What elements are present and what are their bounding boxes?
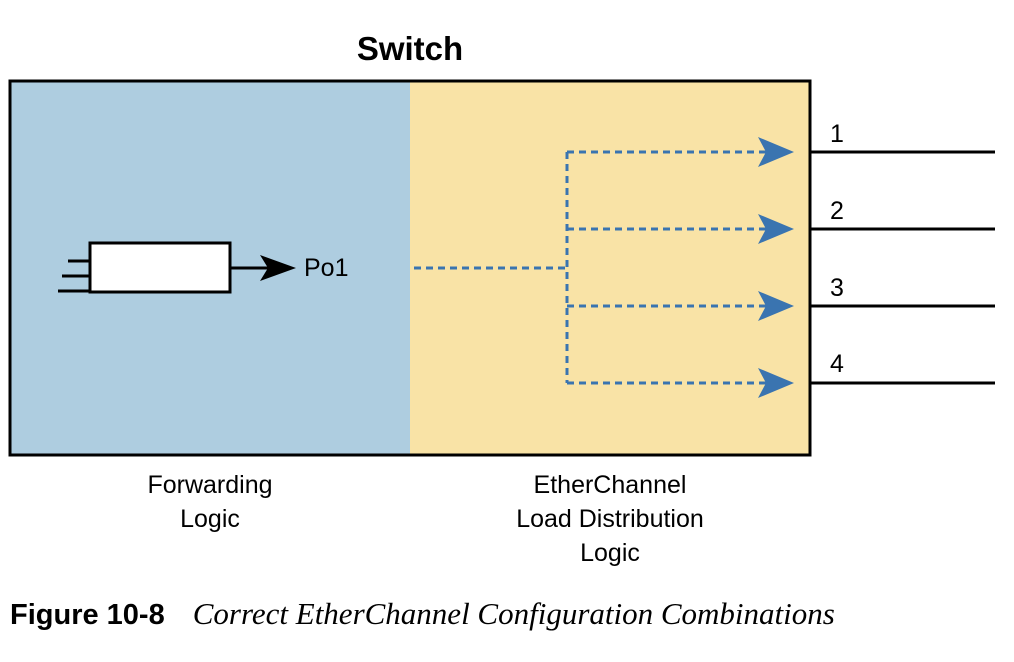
physical-links [810, 150, 995, 385]
arrowhead-4 [758, 368, 794, 398]
figure-title: Correct EtherChannel Configuration Combi… [192, 596, 835, 631]
forwarding-logic-caption: Forwarding Logic [100, 468, 320, 536]
link-number-3: 3 [830, 274, 844, 302]
distribution-paths [414, 150, 768, 385]
arrowhead-3 [758, 291, 794, 321]
distribution-caption-line-2: Load Distribution [516, 505, 704, 533]
link-number-4: 4 [830, 350, 844, 378]
forwarding-caption-line-2: Logic [180, 505, 240, 533]
link-number-2: 2 [830, 197, 844, 225]
arrowhead-2 [758, 214, 794, 244]
arrowhead-1 [758, 137, 794, 167]
forwarding-block [88, 241, 232, 294]
figure-label: Figure 10-8 [10, 599, 165, 631]
load-distribution-region [410, 81, 810, 455]
distribution-caption-line-3: Logic [580, 539, 640, 567]
link-number-1: 1 [830, 120, 844, 148]
load-distribution-caption: EtherChannel Load Distribution Logic [470, 468, 750, 570]
distribution-arrowheads [758, 137, 794, 398]
port-channel-label: Po1 [304, 254, 349, 282]
switch-title: Switch [356, 30, 464, 67]
switch-box [8, 79, 812, 457]
distribution-caption-line-1: EtherChannel [533, 471, 687, 499]
forwarding-arrowhead [260, 255, 296, 281]
forwarding-caption-line-1: Forwarding [147, 471, 273, 499]
figure-caption: Figure 10-8 Correct EtherChannel Configur… [10, 596, 835, 632]
